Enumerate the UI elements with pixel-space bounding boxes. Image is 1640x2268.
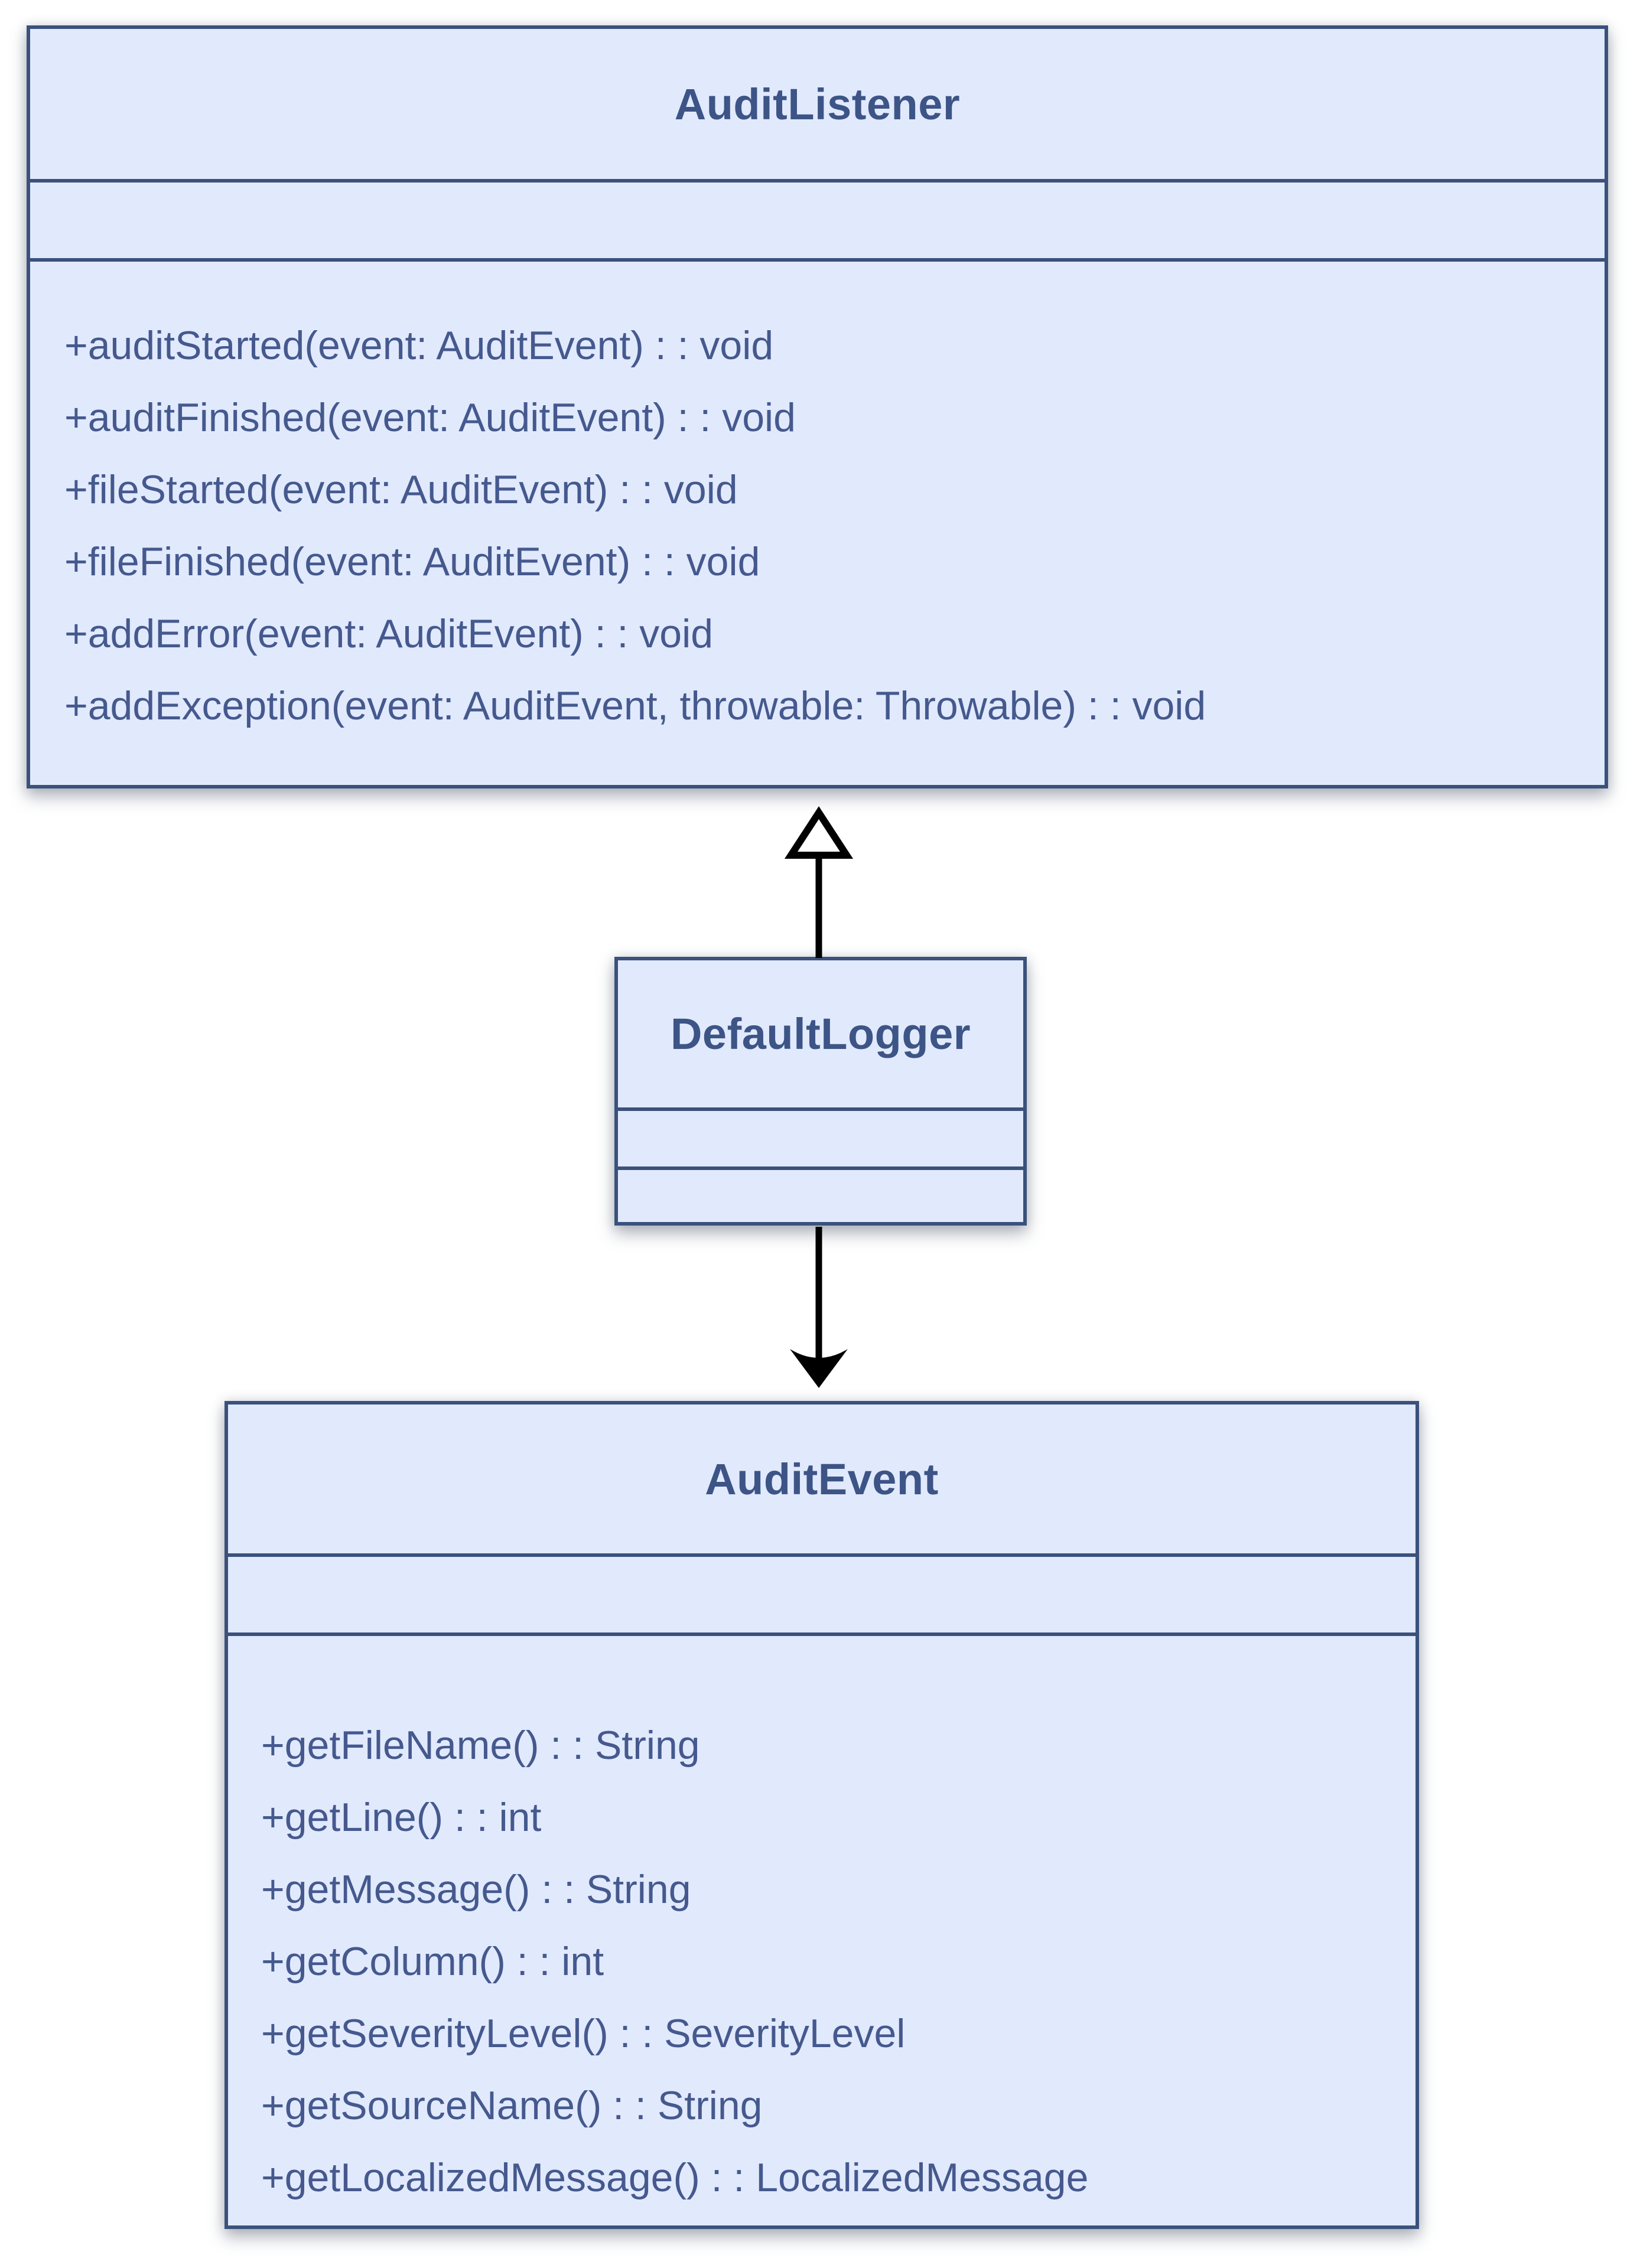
class-title-defaultlogger: DefaultLogger bbox=[618, 960, 1023, 1111]
methods-compartment-auditlistener: +auditStarted(event: AuditEvent) : : voi… bbox=[30, 262, 1605, 785]
class-box-auditlistener: AuditListener +auditStarted(event: Audit… bbox=[27, 25, 1608, 788]
method-row: +addError(event: AuditEvent) : : void bbox=[64, 611, 714, 656]
association-arrow-head-icon bbox=[790, 1349, 848, 1388]
method-row: +fileFinished(event: AuditEvent) : : voi… bbox=[64, 539, 760, 584]
attributes-compartment-auditevent bbox=[228, 1557, 1416, 1636]
class-title-auditevent: AuditEvent bbox=[228, 1405, 1416, 1557]
method-row: +getColumn() : : int bbox=[261, 1939, 604, 1984]
class-title-auditlistener: AuditListener bbox=[30, 29, 1605, 183]
method-row: +fileStarted(event: AuditEvent) : : void bbox=[64, 467, 738, 512]
attributes-compartment-defaultlogger bbox=[618, 1111, 1023, 1170]
method-row: +getLine() : : int bbox=[261, 1795, 542, 1840]
methods-compartment-defaultlogger bbox=[618, 1170, 1023, 1222]
class-box-defaultlogger: DefaultLogger bbox=[614, 957, 1027, 1226]
method-row: +getFileName() : : String bbox=[261, 1723, 700, 1768]
methods-compartment-auditevent: +getFileName() : : String +getLine() : :… bbox=[228, 1636, 1416, 2225]
method-row: +getSourceName() : : String bbox=[261, 2083, 763, 2128]
method-row: +getMessage() : : String bbox=[261, 1867, 691, 1912]
method-row: +auditFinished(event: AuditEvent) : : vo… bbox=[64, 395, 796, 440]
class-box-auditevent: AuditEvent +getFileName() : : String +ge… bbox=[224, 1401, 1419, 2229]
attributes-compartment-auditlistener bbox=[30, 183, 1605, 262]
method-row: +addException(event: AuditEvent, throwab… bbox=[64, 683, 1206, 728]
generalization-arrow-head-icon bbox=[784, 806, 854, 859]
method-row: +getLocalizedMessage() : : LocalizedMess… bbox=[261, 2155, 1089, 2200]
method-row: +auditStarted(event: AuditEvent) : : voi… bbox=[64, 323, 774, 368]
method-row: +getSeverityLevel() : : SeverityLevel bbox=[261, 2011, 906, 2056]
